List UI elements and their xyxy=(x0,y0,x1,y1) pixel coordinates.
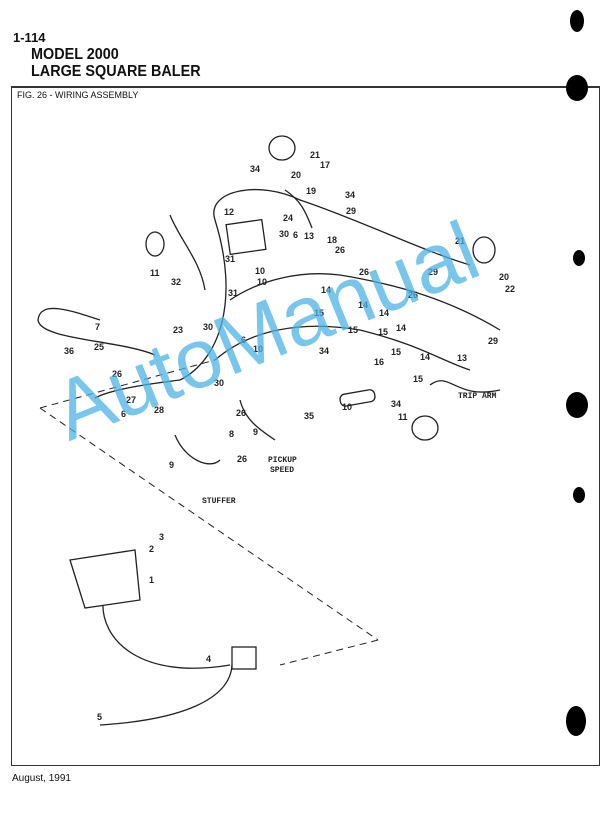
model-title: MODEL 2000 xyxy=(31,46,119,63)
binder-hole xyxy=(566,75,588,101)
callout-14: 14 xyxy=(321,285,331,295)
binder-hole xyxy=(573,487,585,503)
callout-31: 31 xyxy=(228,288,238,298)
callout-26: 26 xyxy=(237,454,247,464)
callout-14: 14 xyxy=(396,323,406,333)
callout-21: 21 xyxy=(455,236,465,246)
callout-26: 26 xyxy=(359,267,369,277)
callout-2: 2 xyxy=(149,544,154,554)
callout-17: 17 xyxy=(320,160,330,170)
callout-31: 31 xyxy=(225,254,235,264)
callout-29: 29 xyxy=(428,267,438,277)
callout-14: 14 xyxy=(420,352,430,362)
callout-29: 29 xyxy=(488,336,498,346)
footer-date: August, 1991 xyxy=(12,773,71,784)
callout-34: 34 xyxy=(250,164,260,174)
callout-7: 7 xyxy=(95,322,100,332)
callout-28: 28 xyxy=(154,405,164,415)
callout-16: 16 xyxy=(374,357,384,367)
callout-9: 9 xyxy=(169,460,174,470)
callout-11: 11 xyxy=(150,268,160,278)
callout-30: 30 xyxy=(203,322,213,332)
callout-29: 29 xyxy=(346,206,356,216)
label-stuffer: STUFFER xyxy=(202,497,236,506)
label-pickup: PICKUP xyxy=(268,456,297,465)
callout-21: 21 xyxy=(310,150,320,160)
callout-6: 6 xyxy=(121,409,126,419)
callout-15: 15 xyxy=(348,325,358,335)
callout-6: 6 xyxy=(241,335,246,345)
callout-26: 26 xyxy=(112,369,122,379)
callout-30: 30 xyxy=(214,378,224,388)
callout-14: 14 xyxy=(358,300,368,310)
figure-frame xyxy=(11,86,600,766)
callout-34: 34 xyxy=(319,346,329,356)
callout-6: 6 xyxy=(293,230,298,240)
callout-30: 30 xyxy=(279,229,289,239)
callout-32: 32 xyxy=(171,277,181,287)
callout-36: 36 xyxy=(64,346,74,356)
callout-22: 22 xyxy=(505,284,515,294)
callout-35: 35 xyxy=(304,411,314,421)
callout-26: 26 xyxy=(335,245,345,255)
callout-13: 13 xyxy=(304,231,314,241)
label-speed: SPEED xyxy=(270,466,294,475)
callout-34: 34 xyxy=(391,399,401,409)
callout-15: 15 xyxy=(413,374,423,384)
callout-15: 15 xyxy=(378,327,388,337)
callout-34: 34 xyxy=(345,190,355,200)
callout-9: 9 xyxy=(253,427,258,437)
callout-8: 8 xyxy=(229,429,234,439)
callout-1: 1 xyxy=(149,575,154,585)
binder-hole xyxy=(570,10,584,32)
callout-10: 10 xyxy=(342,402,352,412)
binder-hole xyxy=(566,392,588,418)
binder-hole xyxy=(566,706,586,736)
callout-27: 27 xyxy=(126,395,136,405)
callout-20: 20 xyxy=(499,272,509,282)
callout-3: 3 xyxy=(159,532,164,542)
callout-24: 24 xyxy=(283,213,293,223)
callout-26: 26 xyxy=(408,290,418,300)
callout-14: 14 xyxy=(379,308,389,318)
label-trip-arm: TRIP ARM xyxy=(458,392,497,401)
callout-11: 11 xyxy=(398,412,408,422)
callout-4: 4 xyxy=(206,654,211,664)
callout-20: 20 xyxy=(291,170,301,180)
callout-10: 10 xyxy=(257,277,267,287)
figure-caption: FIG. 26 - WIRING ASSEMBLY xyxy=(17,90,139,100)
page-number: 1-114 xyxy=(13,30,46,45)
callout-10: 10 xyxy=(253,344,263,354)
callout-26: 26 xyxy=(236,408,246,418)
callout-13: 13 xyxy=(457,353,467,363)
callout-25: 25 xyxy=(94,342,104,352)
callout-15: 15 xyxy=(391,347,401,357)
callout-12: 12 xyxy=(224,207,234,217)
callout-18: 18 xyxy=(327,235,337,245)
callout-23: 23 xyxy=(173,325,183,335)
binder-hole xyxy=(573,250,585,266)
callout-10: 10 xyxy=(255,266,265,276)
callout-15: 15 xyxy=(314,308,324,318)
product-title: LARGE SQUARE BALER xyxy=(31,63,201,80)
callout-5: 5 xyxy=(97,712,102,722)
callout-19: 19 xyxy=(306,186,316,196)
